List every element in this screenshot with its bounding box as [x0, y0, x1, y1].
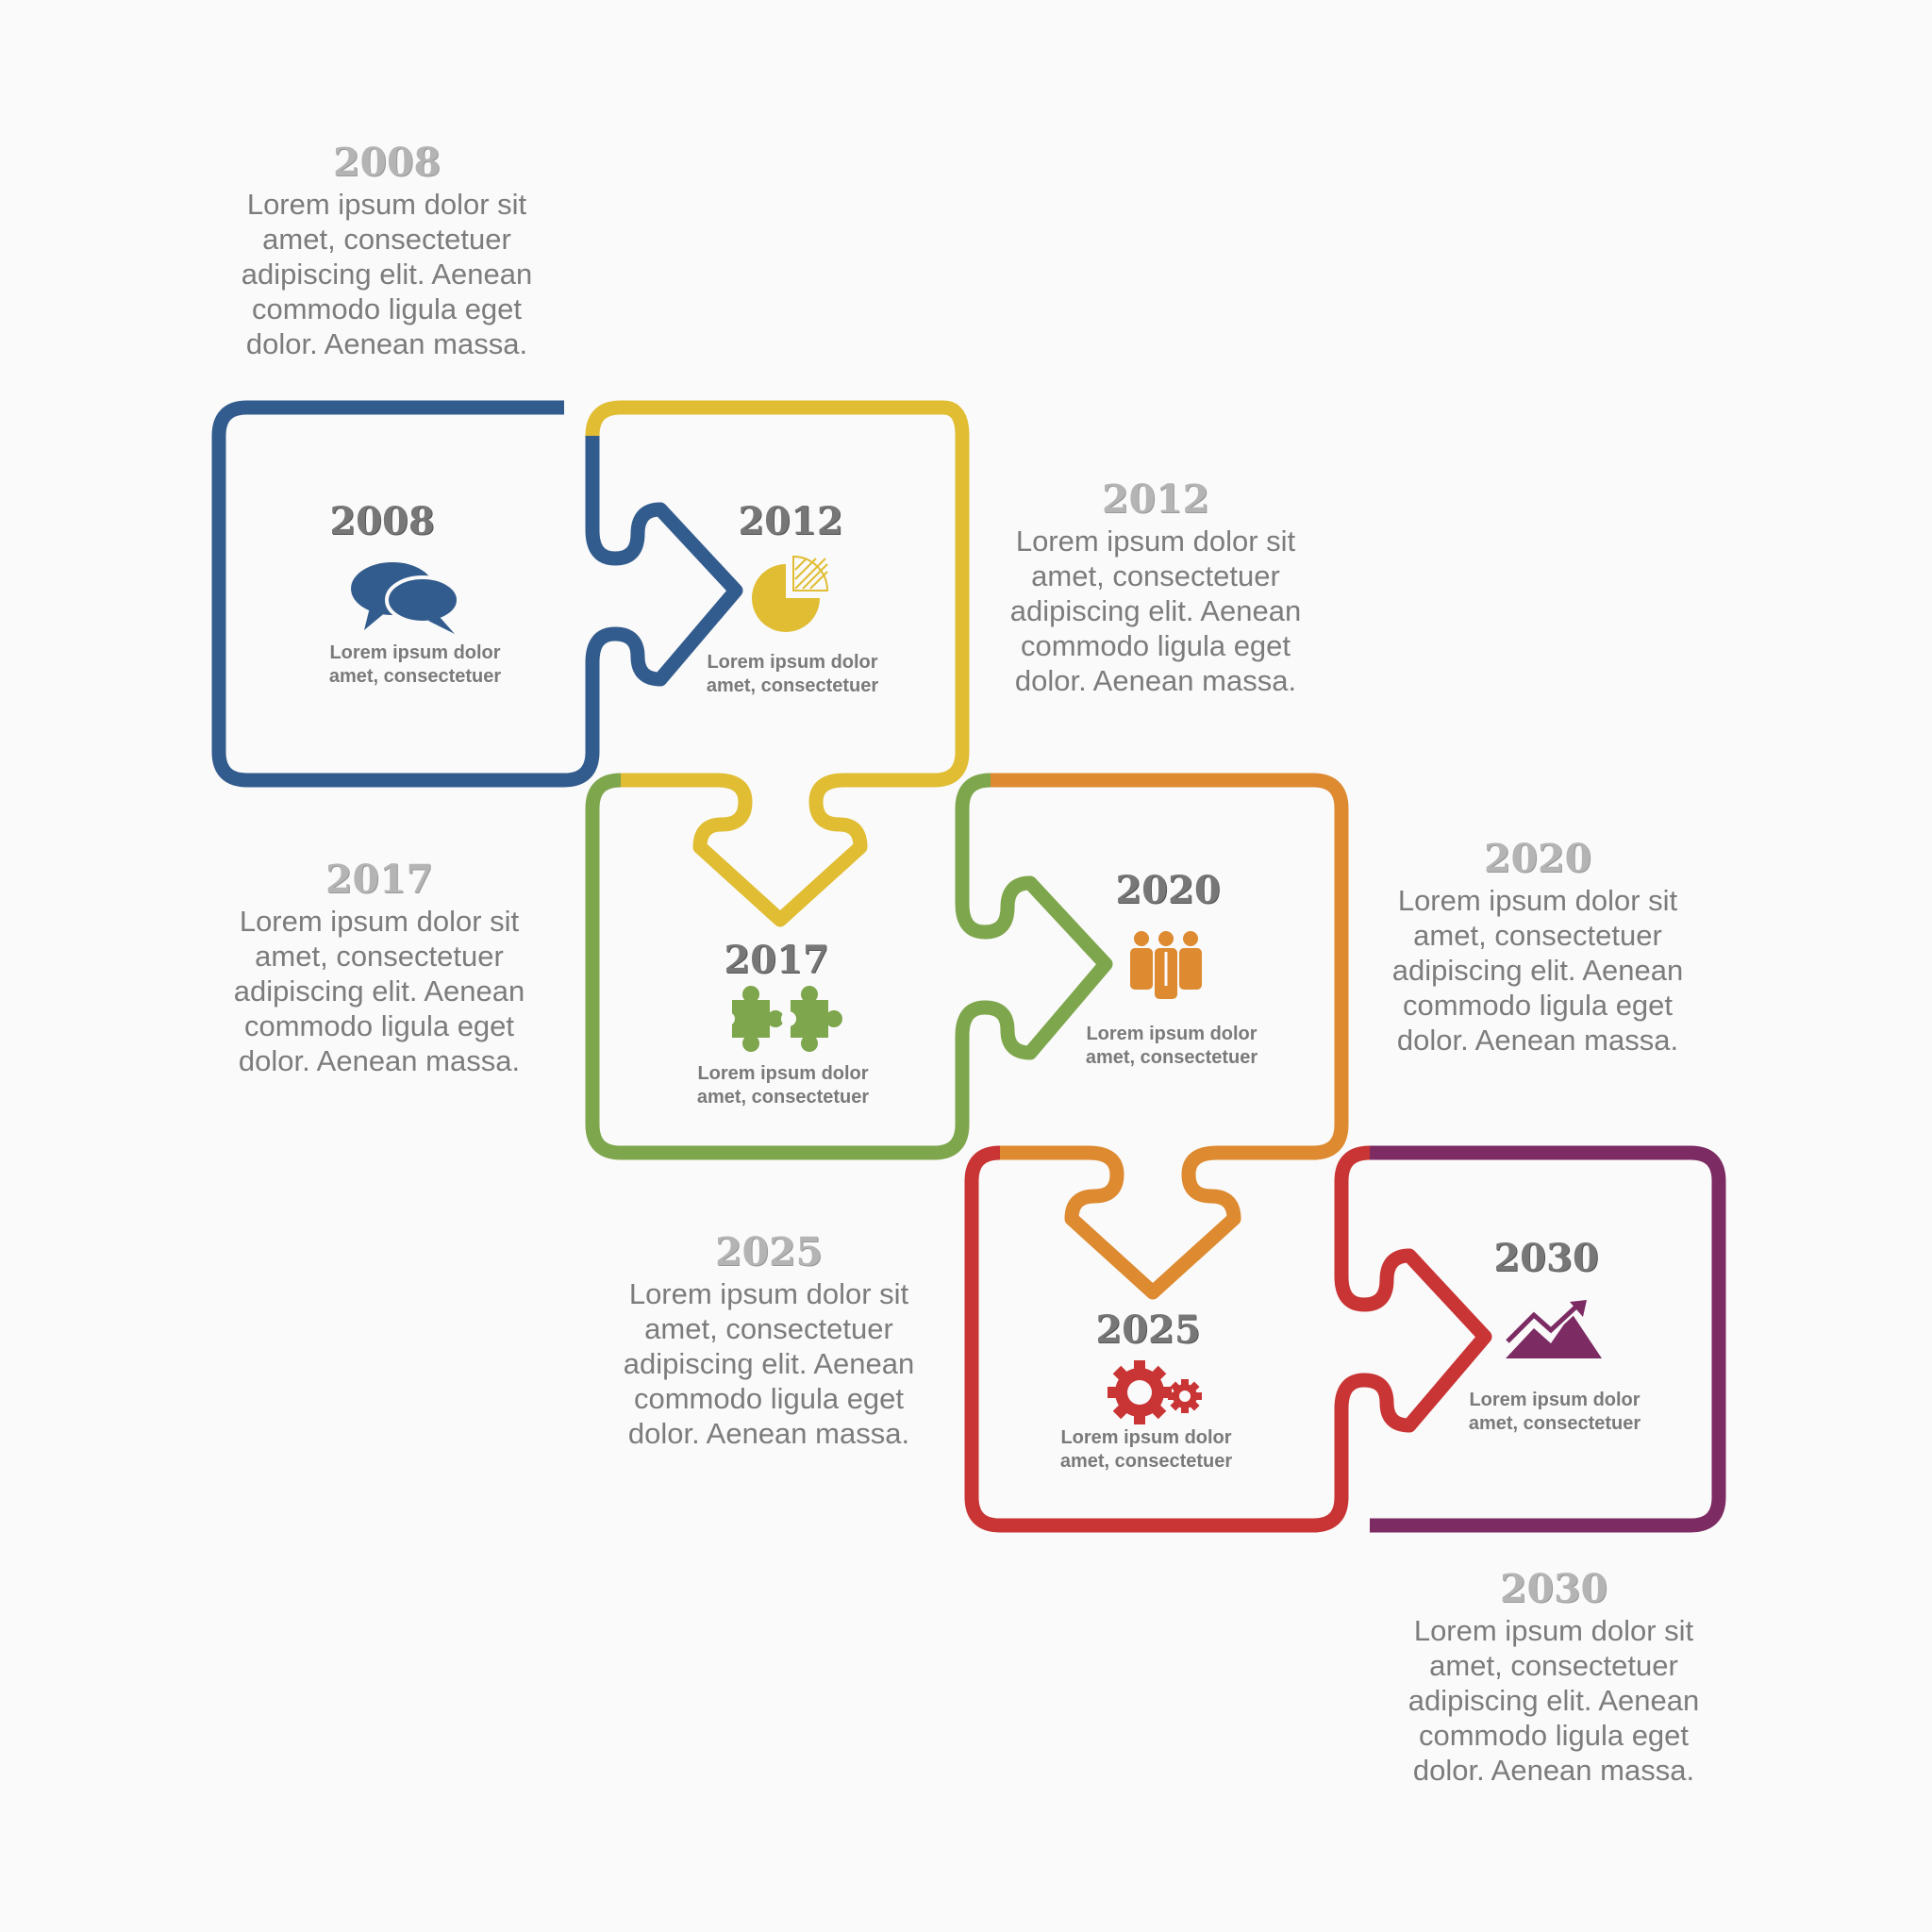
- text-line: Lorem ipsum dolor sit: [1015, 525, 1296, 558]
- text-line: Lorem ipsum dolor: [1469, 1390, 1641, 1410]
- text-line: adipiscing elit. Aenean: [623, 1347, 915, 1380]
- inner-label-2008: 2008: [274, 500, 519, 543]
- text-line: commodo ligula eget: [1402, 989, 1674, 1022]
- text-line: amet, consectetuer: [262, 223, 511, 256]
- outer-year-2012: 2012: [1101, 476, 1210, 522]
- text-line: Lorem ipsum dolor sit: [239, 905, 520, 938]
- text-line: commodo ligula eget: [1418, 1719, 1690, 1752]
- inner-year-2017: 2017: [724, 938, 829, 982]
- outer-text-2030: Lorem ipsum dolor sit amet, consectetuer…: [1374, 1613, 1733, 1788]
- text-line: dolor. Aenean massa.: [245, 327, 528, 360]
- text-line: Lorem ipsum dolor sit: [1413, 1614, 1694, 1647]
- inner-label-2020: 2020: [1045, 869, 1291, 912]
- piece-2020-outline: [991, 773, 1349, 1300]
- gears-icon: [1108, 1360, 1202, 1424]
- text-line: commodo ligula eget: [633, 1382, 905, 1415]
- speech-bubbles-icon: [351, 562, 460, 634]
- text-line: adipiscing elit. Aenean: [1407, 1684, 1700, 1717]
- outer-year-2020: 2020: [1483, 836, 1592, 881]
- text-line: amet, consectetuer: [1059, 1451, 1233, 1472]
- growth-chart-icon: [1504, 1300, 1602, 1358]
- text-line: Lorem ipsum dolor sit: [1397, 884, 1678, 917]
- text-line: amet, consectetuer: [1031, 559, 1280, 592]
- text-line: Lorem ipsum dolor: [707, 652, 878, 673]
- text-line: dolor. Aenean massa.: [1014, 664, 1297, 697]
- outer-note-2017: 2017 Lorem ipsum dolor sit amet, consect…: [200, 857, 558, 1078]
- puzzle-pieces-icon: [726, 986, 842, 1052]
- text-line: Lorem ipsum dolor: [329, 642, 501, 663]
- inner-desc-2012: Lorem ipsum dolor amet, consectetuer: [670, 651, 915, 698]
- piece-2025-outline: [964, 1145, 1492, 1533]
- text-line: commodo ligula eget: [243, 1009, 515, 1042]
- inner-year-2012: 2012: [738, 499, 843, 543]
- piece-2012-outline: [585, 400, 970, 927]
- outer-note-2025: 2025 Lorem ipsum dolor sit amet, consect…: [590, 1229, 948, 1451]
- piece-2017-outline: [585, 773, 1113, 1160]
- inner-desc-2017: Lorem ipsum dolor amet, consectetuer: [660, 1062, 906, 1109]
- inner-desc-2008: Lorem ipsum dolor amet, consectetuer: [292, 641, 538, 689]
- outer-text-2020: Lorem ipsum dolor sit amet, consectetuer…: [1358, 883, 1717, 1058]
- text-line: amet, consectetuer: [328, 666, 502, 687]
- text-line: adipiscing elit. Aenean: [241, 258, 533, 291]
- text-line: Lorem ipsum dolor: [697, 1063, 869, 1084]
- text-line: amet, consectetuer: [696, 1087, 870, 1108]
- text-line: dolor. Aenean massa.: [1412, 1754, 1695, 1787]
- text-line: dolor. Aenean massa.: [238, 1044, 521, 1077]
- outer-year-2030: 2030: [1499, 1566, 1608, 1611]
- text-line: adipiscing elit. Aenean: [1391, 954, 1684, 987]
- outer-text-2025: Lorem ipsum dolor sit amet, consectetuer…: [590, 1276, 948, 1451]
- inner-desc-2020: Lorem ipsum dolor amet, consectetuer: [1049, 1023, 1294, 1070]
- text-line: dolor. Aenean massa.: [627, 1417, 910, 1450]
- text-line: Lorem ipsum dolor sit: [246, 188, 527, 221]
- pie-chart-icon: [752, 555, 829, 632]
- text-line: amet, consectetuer: [1468, 1413, 1641, 1434]
- inner-year-2030: 2030: [1493, 1236, 1599, 1280]
- outer-note-2030: 2030 Lorem ipsum dolor sit amet, consect…: [1374, 1566, 1733, 1788]
- outer-year-2025: 2025: [714, 1229, 824, 1274]
- outer-note-2012: 2012 Lorem ipsum dolor sit amet, consect…: [976, 476, 1335, 698]
- text-line: amet, consectetuer: [1429, 1649, 1678, 1682]
- text-line: commodo ligula eget: [251, 292, 523, 325]
- inner-label-2012: 2012: [668, 500, 913, 543]
- text-line: Lorem ipsum dolor: [1086, 1024, 1257, 1044]
- inner-desc-2030: Lorem ipsum dolor amet, consectetuer: [1432, 1389, 1677, 1436]
- outer-text-2008: Lorem ipsum dolor sit amet, consectetuer…: [208, 187, 566, 361]
- inner-year-2025: 2025: [1095, 1307, 1201, 1352]
- text-line: amet, consectetuer: [1085, 1047, 1258, 1068]
- outer-text-2012: Lorem ipsum dolor sit amet, consectetuer…: [976, 524, 1335, 698]
- inner-label-2017: 2017: [654, 939, 899, 982]
- text-line: adipiscing elit. Aenean: [1009, 594, 1302, 627]
- inner-label-2025: 2025: [1025, 1308, 1271, 1352]
- piece-2008-outline: [211, 400, 743, 788]
- outer-year-2017: 2017: [325, 857, 434, 902]
- outer-note-2020: 2020 Lorem ipsum dolor sit amet, consect…: [1358, 836, 1717, 1058]
- text-line: amet, consectetuer: [706, 675, 879, 696]
- inner-label-2030: 2030: [1424, 1237, 1669, 1280]
- text-line: Lorem ipsum dolor: [1060, 1427, 1232, 1448]
- text-line: Lorem ipsum dolor sit: [628, 1277, 909, 1310]
- text-line: amet, consectetuer: [1413, 919, 1662, 952]
- text-line: dolor. Aenean massa.: [1396, 1024, 1679, 1057]
- inner-year-2020: 2020: [1115, 868, 1221, 912]
- text-line: commodo ligula eget: [1020, 629, 1291, 662]
- piece-2030-outline: [1370, 1145, 1726, 1533]
- text-line: amet, consectetuer: [255, 940, 504, 973]
- inner-desc-2025: Lorem ipsum dolor amet, consectetuer: [1024, 1426, 1269, 1474]
- outer-year-2008: 2008: [332, 140, 441, 185]
- team-people-icon: [1130, 931, 1202, 999]
- outer-text-2017: Lorem ipsum dolor sit amet, consectetuer…: [200, 904, 558, 1078]
- text-line: adipiscing elit. Aenean: [233, 974, 525, 1008]
- inner-year-2008: 2008: [329, 499, 435, 543]
- outer-note-2008: 2008 Lorem ipsum dolor sit amet, consect…: [208, 140, 566, 361]
- text-line: amet, consectetuer: [644, 1312, 893, 1345]
